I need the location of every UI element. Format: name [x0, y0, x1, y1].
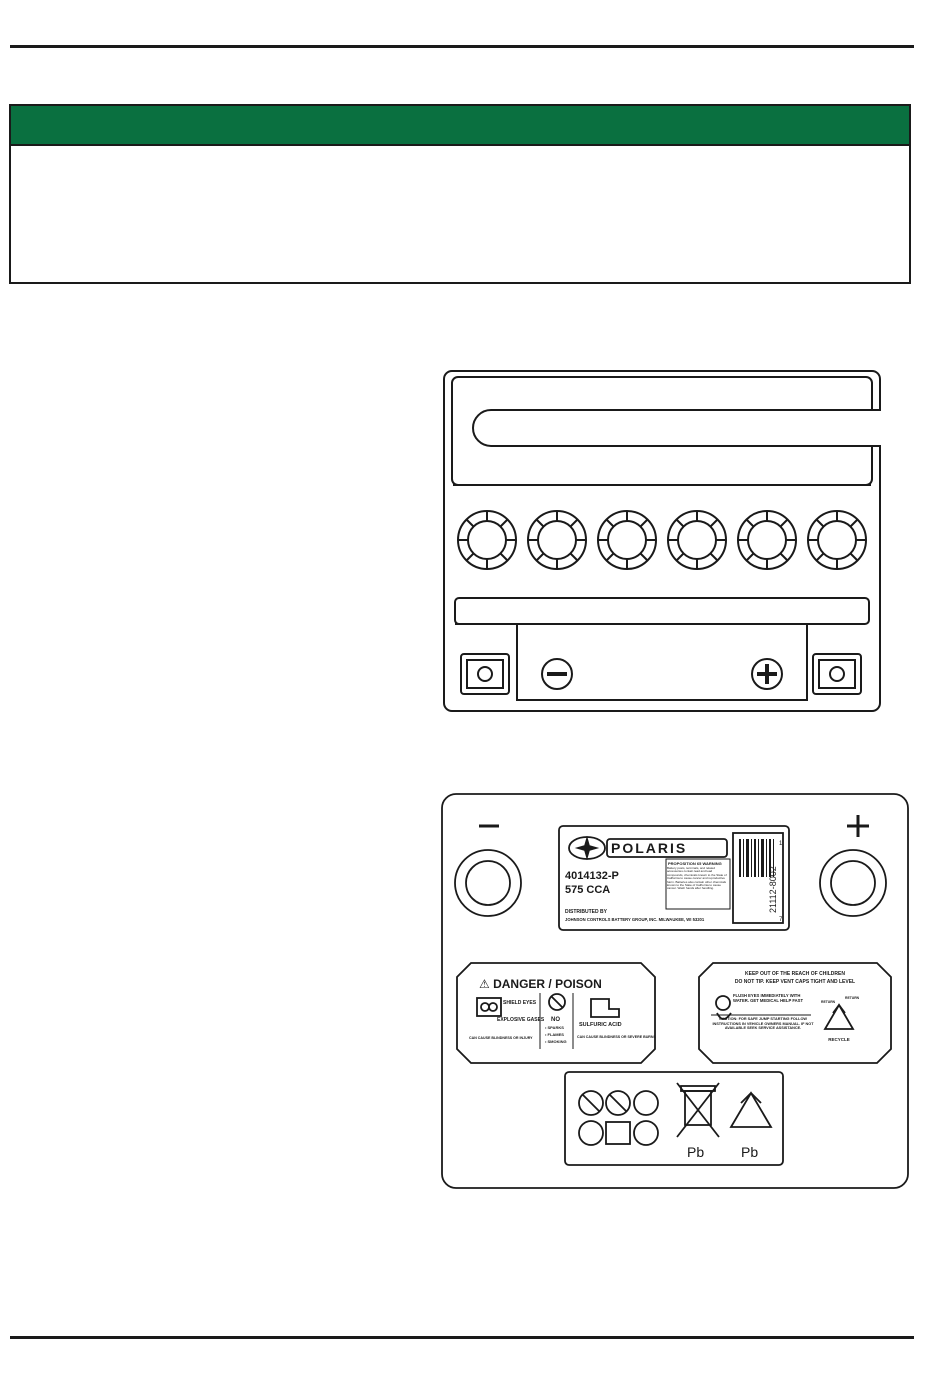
plus-symbol-icon — [751, 658, 783, 690]
vent-cap — [597, 510, 657, 570]
danger-label — [456, 962, 656, 1064]
goggles-icon — [476, 997, 502, 1017]
terminal-rail — [454, 597, 870, 625]
brand-name: POLARIS — [611, 840, 687, 856]
battery-outer-case — [443, 370, 881, 712]
recycle-arrows-icon — [729, 1091, 773, 1128]
explosive-gases-text: EXPLOSIVE GASES — [497, 1017, 545, 1023]
acid-burns-text: CAN CAUSE BLINDNESS OR SEVERE BURNS — [577, 1035, 656, 1039]
prop65-text: Battery posts, terminals, and related ac… — [667, 867, 727, 891]
no-flame-icon — [548, 993, 566, 1011]
polaris-star-logo-icon — [568, 835, 606, 861]
children-line-2: DO NOT TIP. KEEP VENT CAPS TIGHT AND LEV… — [735, 979, 855, 985]
prop65-title: PROPOSITION 65 WARNING — [668, 861, 722, 866]
hazard-pictogram-grid — [578, 1090, 659, 1146]
return-right-text: RETURN — [845, 996, 860, 1000]
blindness-injury-text: CAN CAUSE BLINDNESS OR INJURY — [469, 1036, 533, 1040]
vent-cap — [457, 510, 517, 570]
barcode-digit-bottom: 7 — [779, 917, 783, 923]
flush-eyes-wrap: FLUSH EYES IMMEDIATELY WITH WATER. GET M… — [733, 993, 804, 1003]
prop65-box — [665, 858, 731, 910]
vent-cap — [807, 510, 867, 570]
cca-rating: 575 CCA — [565, 884, 610, 896]
barcode-stripes — [739, 839, 774, 877]
recycle-triangle-icon — [823, 1003, 855, 1030]
vent-cap-row — [457, 510, 867, 570]
positive-mark-icon — [847, 815, 869, 837]
brand-label — [558, 825, 790, 931]
acid-bottle-icon — [590, 998, 620, 1018]
distributor-line-1: DISTRIBUTED BY — [565, 909, 608, 915]
brand-banner — [606, 838, 728, 858]
barcode-number: 21112-8002 — [768, 866, 778, 913]
positive-terminal — [812, 653, 862, 695]
caution-text: CAUTION: FOR SAFE JUMP STARTING FOLLOW I… — [712, 1017, 814, 1031]
vent-cap — [737, 510, 797, 570]
footer-rule — [10, 1336, 914, 1339]
recycle-text: RECYCLE — [828, 1037, 850, 1042]
child-warning-label — [698, 962, 892, 1064]
minus-symbol-icon — [541, 658, 573, 690]
vent-cap — [527, 510, 587, 570]
battery-case-outline — [441, 793, 909, 1189]
positive-post — [819, 849, 887, 917]
header-rule — [10, 45, 914, 48]
shield-eyes-text: SHIELD EYES — [503, 1000, 537, 1006]
notice-box — [9, 104, 911, 284]
danger-title: ⚠ DANGER / POISON — [479, 977, 602, 991]
caution-wrap: CAUTION: FOR SAFE JUMP STARTING FOLLOW I… — [712, 1017, 814, 1031]
return-left-text: RETURN — [821, 1000, 836, 1004]
flush-eyes-text: FLUSH EYES IMMEDIATELY WITH WATER. GET M… — [733, 993, 804, 1003]
pb-left-text: Pb — [687, 1144, 704, 1160]
battery-label-figure: POLARIS 4014132-P 575 CCA DISTRIBUTED BY… — [441, 793, 909, 1189]
flames-text: • FLAMES — [545, 1032, 564, 1037]
sulfuric-acid-text: SULFURIC ACID — [579, 1022, 622, 1028]
eye-wash-icon — [715, 995, 732, 1020]
children-line-1: KEEP OUT OF THE REACH OF CHILDREN — [745, 971, 845, 977]
pb-right-text: Pb — [741, 1144, 758, 1160]
prop65-text-wrap: Battery posts, terminals, and related ac… — [667, 867, 727, 891]
negative-post — [454, 849, 522, 917]
carry-handle — [472, 409, 881, 447]
part-number: 4014132-P — [565, 870, 619, 882]
barcode-digit-top: 1 — [779, 841, 783, 847]
negative-terminal — [460, 653, 510, 695]
distributor-line-2: JOHNSON CONTROLS BATTERY GROUP, INC. MIL… — [565, 917, 705, 922]
crossed-bin-icon — [676, 1082, 720, 1138]
vent-cap — [667, 510, 727, 570]
disposal-label — [564, 1071, 784, 1166]
barcode-area — [732, 832, 784, 924]
smoking-text: • SMOKING — [545, 1039, 567, 1044]
battery-top-view-figure — [443, 370, 881, 712]
sparks-text: • SPARKS — [545, 1025, 564, 1030]
no-text: NO — [551, 1017, 560, 1023]
notice-header — [11, 106, 909, 146]
terminal-recess — [516, 623, 808, 701]
